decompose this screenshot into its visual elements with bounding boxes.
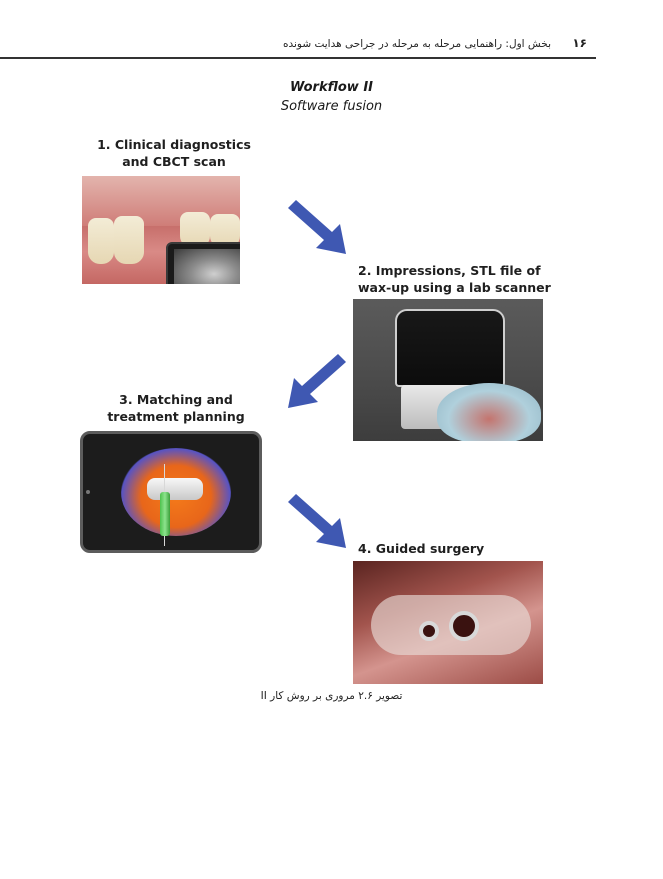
step-1-label: 1. Clinical diagnostics and CBCT scan — [97, 137, 251, 169]
running-title: بخش اول: راهنمایی مرحله به مرحله در جراح… — [282, 38, 551, 50]
tablet-camera — [86, 490, 90, 494]
lab-scanner — [395, 309, 505, 387]
virtual-crowns — [147, 478, 203, 500]
planning-tablet — [80, 431, 262, 553]
guided-surgery-photo — [353, 561, 543, 684]
step-3-label: 3. Matching and treatment planning — [107, 392, 245, 424]
page-header: ۱۶ بخش اول: راهنمایی مرحله به مرحله در ج… — [0, 36, 663, 60]
step-2-label: 2. Impressions, STL file of wax-up using… — [358, 263, 551, 295]
page-number: ۱۶ — [572, 36, 587, 50]
cbct-tablet — [166, 242, 240, 284]
arrow-down-right-icon — [288, 494, 346, 548]
step-4-label: 4. Guided surgery — [358, 541, 485, 556]
tooth — [88, 218, 114, 264]
figure-title: Workflow II — [290, 80, 373, 95]
clinical-photo — [82, 176, 240, 284]
arrow-down-left-icon — [288, 354, 346, 408]
lab-scanner-photo — [353, 299, 543, 441]
tooth — [114, 216, 144, 264]
figure-subtitle: Software fusion — [280, 99, 383, 114]
virtual-implant — [160, 492, 170, 536]
guide-sleeve — [449, 611, 479, 641]
header-rule — [0, 57, 596, 59]
cbct-scan-image — [174, 249, 240, 284]
figure-caption: تصویر ۲.۶ مروری بر روش کار II — [260, 690, 403, 702]
dental-model — [437, 383, 541, 441]
guide-sleeve — [419, 621, 439, 641]
arrow-down-right-icon — [288, 200, 346, 254]
